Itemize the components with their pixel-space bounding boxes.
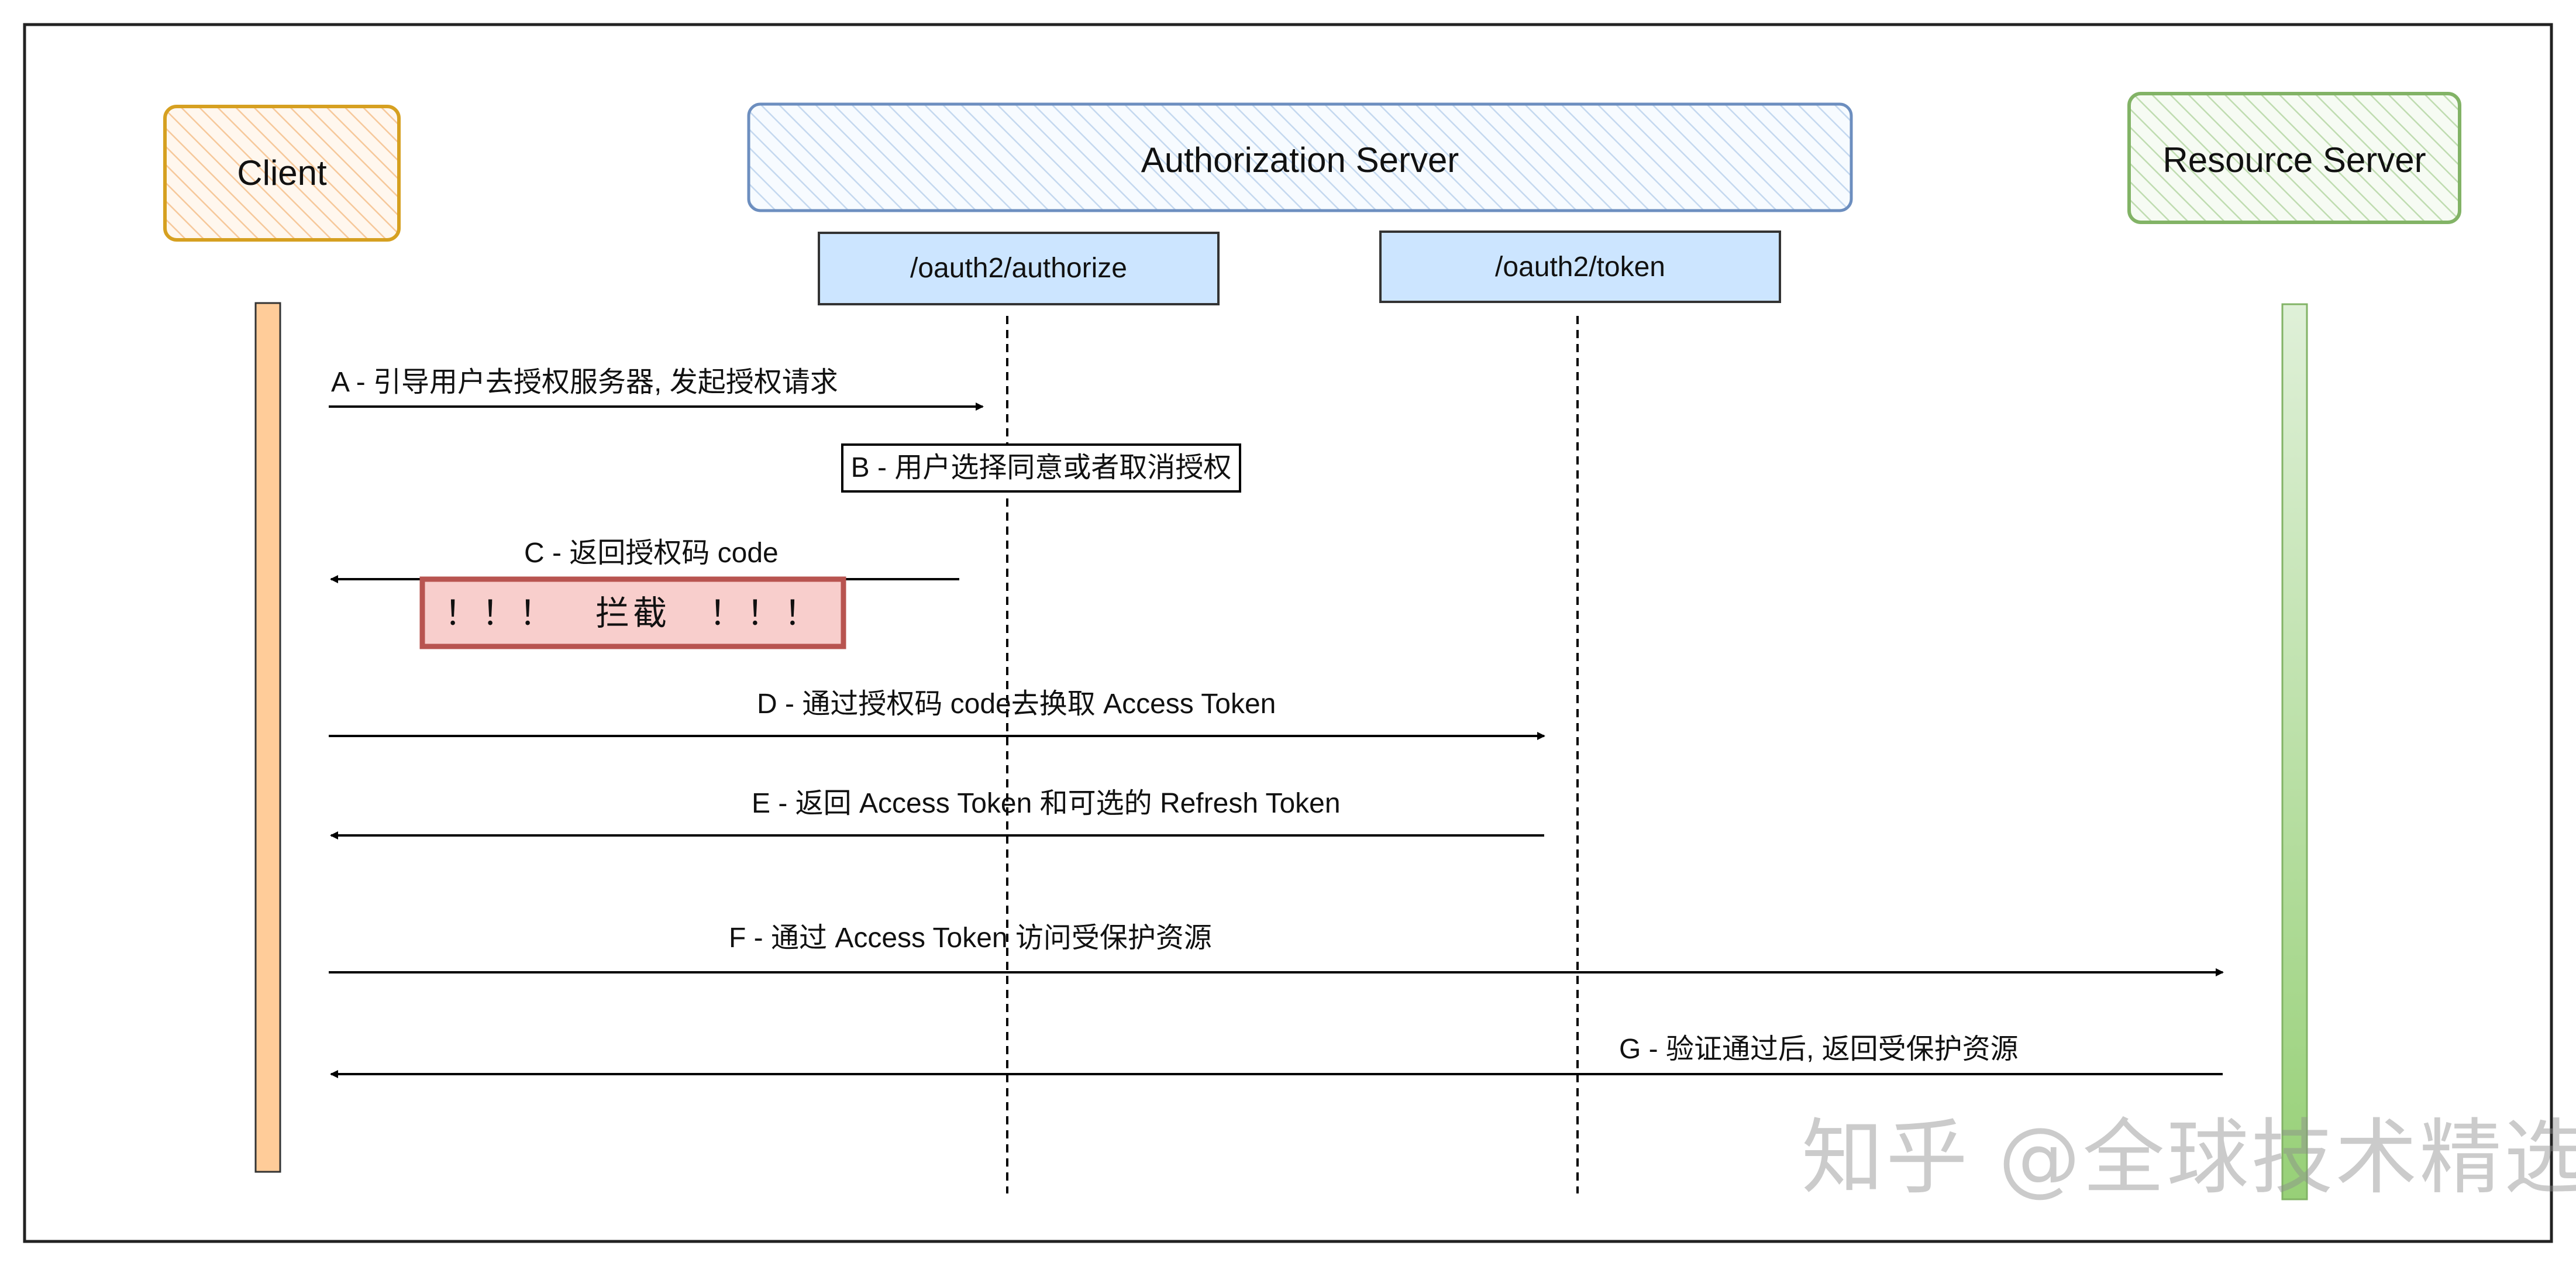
authorize-endpoint-label: /oauth2/authorize bbox=[910, 253, 1127, 284]
token-endpoint-label: /oauth2/token bbox=[1495, 252, 1665, 283]
client-title: Client bbox=[237, 153, 327, 192]
resource-activation-bar bbox=[2281, 303, 2308, 1200]
message-g: G - 验证通过后, 返回受保护资源 bbox=[1619, 1034, 2019, 1065]
client-activation-bar bbox=[254, 302, 281, 1173]
resource-server-box bbox=[2127, 92, 2461, 224]
message-d: D - 通过授权码 code去换取 Access Token bbox=[757, 689, 1276, 720]
resource-server-title: Resource Server bbox=[2162, 140, 2426, 180]
intercept-label: ！！！ 拦截 ！！！ bbox=[444, 594, 822, 632]
message-b: B - 用户选择同意或者取消授权 bbox=[850, 452, 1232, 483]
client-box bbox=[163, 105, 401, 242]
message-e: E - 返回 Access Token 和可选的 Refresh Token bbox=[752, 788, 1341, 819]
note-b-box bbox=[841, 443, 1241, 493]
message-f: F - 通过 Access Token 访问受保护资源 bbox=[729, 923, 1212, 954]
message-a: A - 引导用户去授权服务器, 发起授权请求 bbox=[331, 367, 838, 398]
message-c: C - 返回授权码 code bbox=[524, 538, 779, 569]
watermark: 知乎 @全球技术精选 bbox=[1802, 1110, 2576, 1206]
outer-frame bbox=[23, 23, 2553, 1243]
intercept-box bbox=[419, 576, 846, 649]
authorize-endpoint-box bbox=[818, 232, 1220, 305]
auth-server-title: Authorization Server bbox=[1141, 140, 1459, 180]
auth-server-box bbox=[747, 102, 1853, 212]
token-endpoint-box bbox=[1379, 231, 1781, 303]
